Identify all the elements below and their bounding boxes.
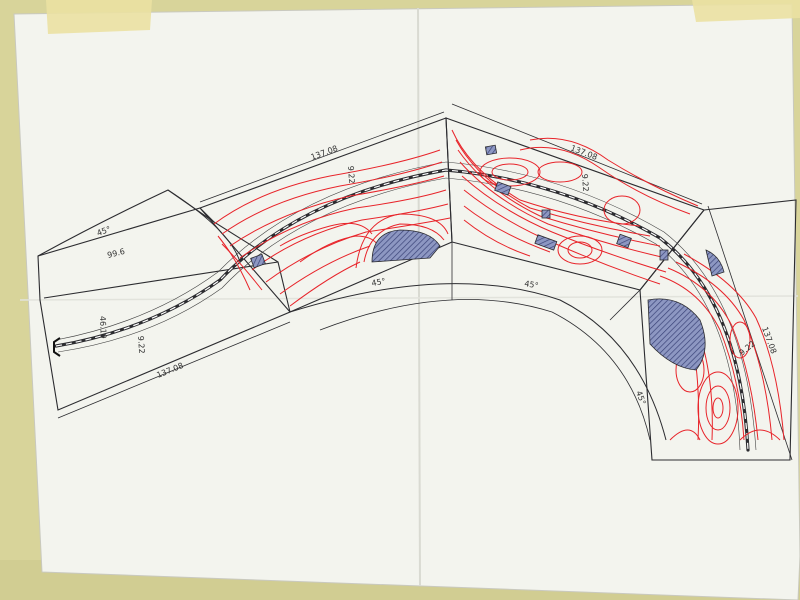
paper-sheet [13, 3, 800, 600]
lake-right [647, 298, 706, 371]
label-inner-angle-left: 45° [371, 277, 387, 288]
label-inner-angle-mid: 45° [524, 279, 540, 290]
structures [250, 144, 669, 269]
end-bumper [53, 337, 61, 357]
label-width-b: 46.19 [98, 316, 108, 339]
lake-left [371, 229, 441, 263]
paper-fold-vertical [417, 7, 421, 587]
track-edges [55, 161, 757, 451]
paper-fold-horizontal [19, 295, 799, 301]
lakes [371, 229, 725, 371]
label-track-gap-a: 9.22 [346, 166, 356, 184]
tape-top-right [692, 0, 800, 22]
track-centerline-dashes [55, 169, 749, 451]
label-track-gap-b: 9.22 [580, 174, 590, 192]
label-width-a: 99.6 [106, 247, 125, 260]
branch-curve [167, 189, 241, 263]
dimension-labels: 137.08 137.08 137.08 137.08 45° 45° 45° … [96, 143, 779, 406]
tape-top-left [46, 0, 152, 34]
label-track-gap-c: 9.22 [136, 336, 146, 354]
lake-far-right [705, 249, 725, 277]
contour-lines [213, 129, 785, 445]
